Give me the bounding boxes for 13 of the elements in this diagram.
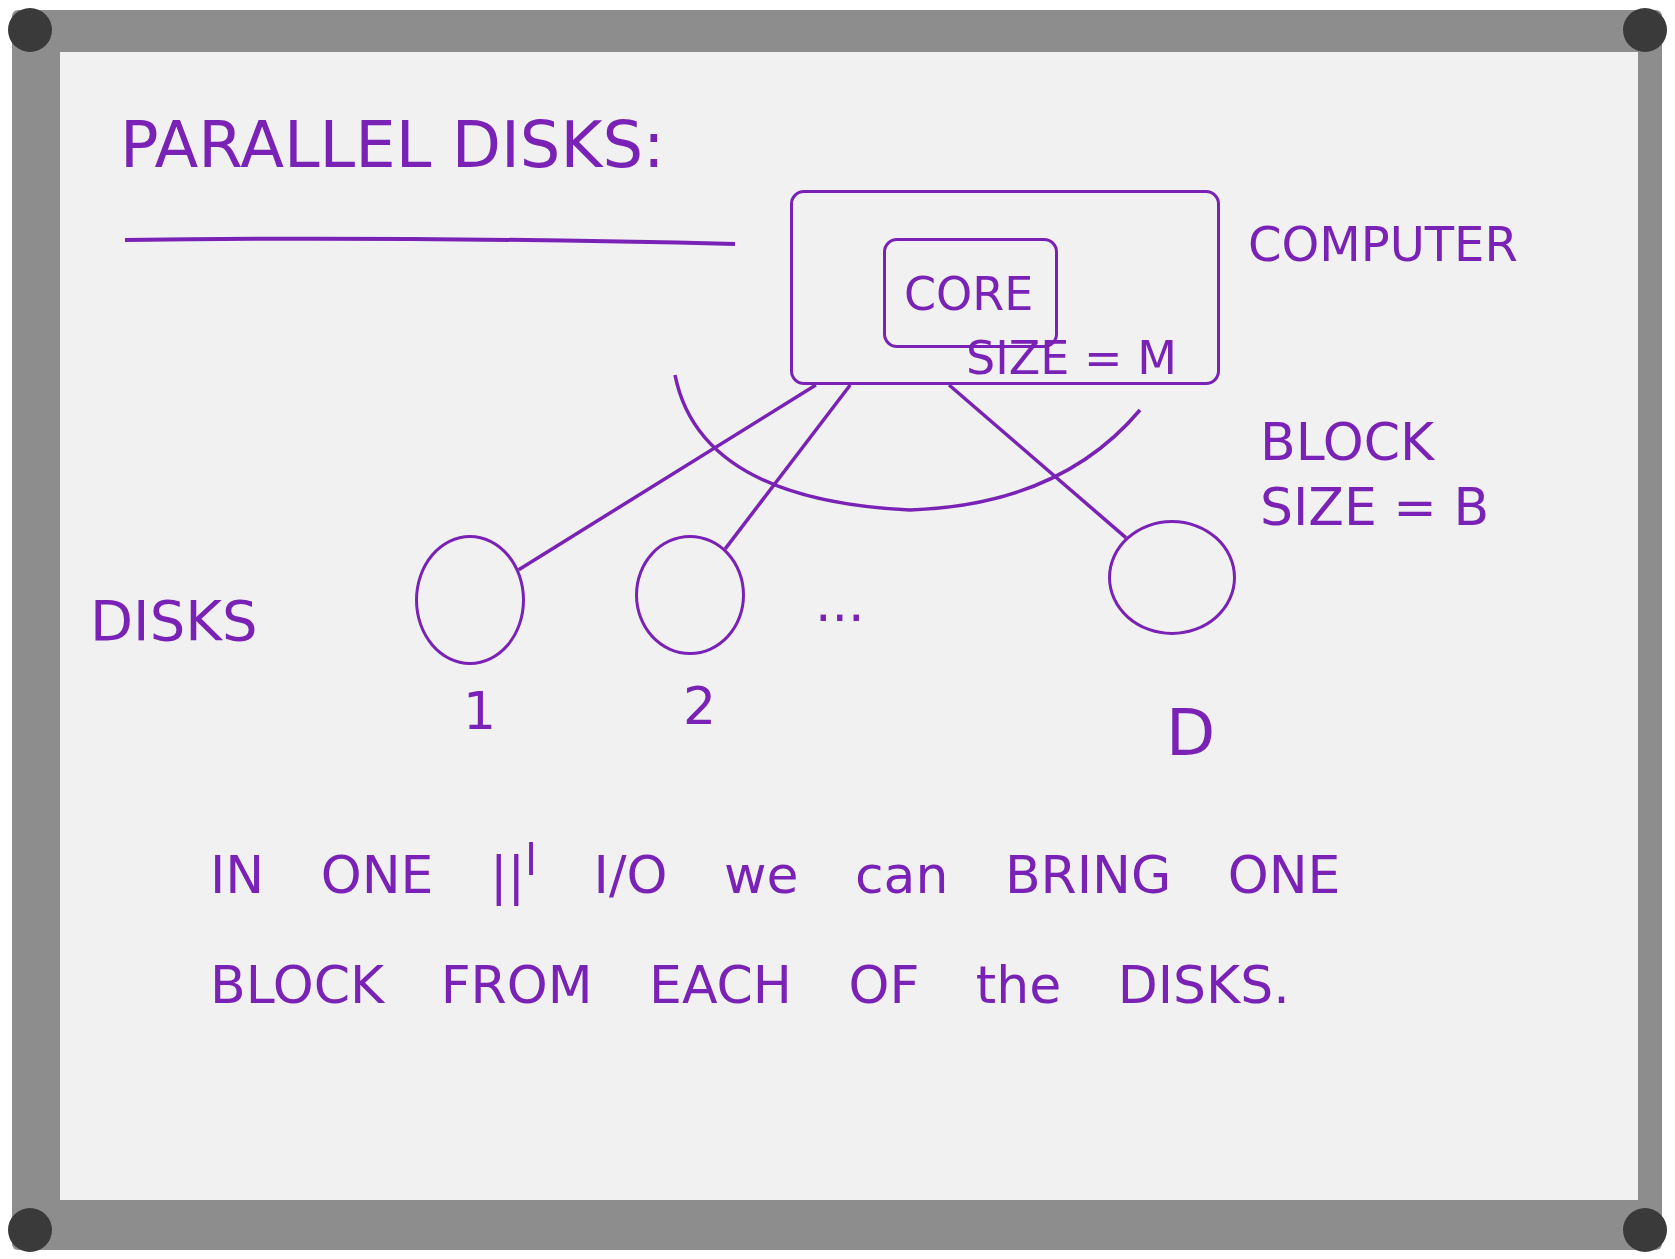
connector-line [723,383,852,550]
note-text: IN ONE ||$^{l}$ I/O we can BRING ONE BLOCK FROM EACH OF the DISKS. [210,834,1342,1017]
title: PARALLEL DISKS: [120,110,665,181]
node-label: COMPUTER [1248,218,1518,271]
block-size-note: BLOCK SIZE = B [1260,411,1491,539]
node-caption: 2 [683,678,717,736]
node-caption: 1 [463,683,497,741]
node-label: CORE [904,269,1034,320]
node-caption: D [1166,698,1216,769]
connector-line [947,383,1127,539]
connector-line [517,383,817,572]
disks-label: DISKS [90,590,258,652]
ellipsis: ... [815,575,865,633]
